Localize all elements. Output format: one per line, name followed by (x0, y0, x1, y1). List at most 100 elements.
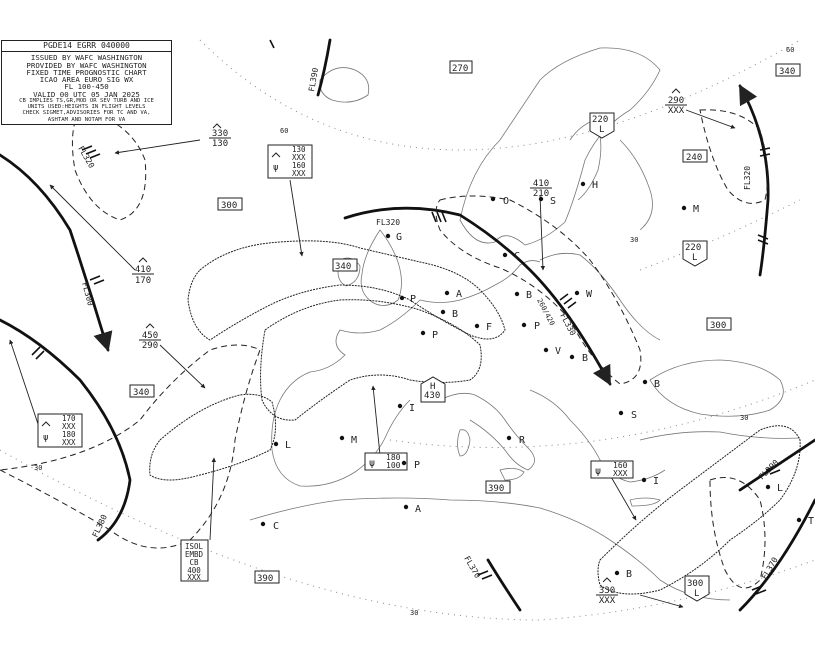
coast-iberia (271, 371, 411, 487)
cb-info-boxes: 130 XXX ψ 160 XXX 170 XXX ψ 180 XXX (37, 144, 313, 448)
tropo-box: 390 (254, 570, 280, 584)
coast-italy (439, 392, 535, 471)
jet-barbs (31, 39, 781, 595)
svg-text:M: M (351, 435, 357, 446)
lat-label: 30 (740, 414, 748, 422)
svg-text:M: M (693, 204, 699, 215)
icing-box: ψ 180 100 (364, 452, 408, 471)
coast-sicily (499, 468, 525, 481)
coast-british (360, 229, 402, 306)
cb-areas (149, 240, 801, 595)
cb-info-box: 130 XXX ψ 160 XXX (267, 144, 313, 179)
cb-area-west (149, 393, 276, 481)
svg-text:100: 100 (386, 461, 401, 470)
coast-iceland (319, 67, 370, 103)
svg-text:W: W (586, 289, 593, 300)
svg-text:330: 330 (212, 129, 228, 139)
tropo-box: 340 (332, 258, 358, 272)
svg-text:400: 400 (187, 566, 201, 575)
svg-text:ψ: ψ (43, 433, 48, 443)
svg-text:B: B (654, 379, 660, 390)
tropo-box: 300 (217, 197, 243, 211)
svg-text:A: A (456, 289, 462, 300)
icing-box: ψ 160 XXX (590, 460, 634, 479)
tropo-box: 340 (129, 384, 155, 398)
svg-text:V: V (555, 346, 561, 357)
turb-area-east (699, 109, 769, 204)
svg-text:C: C (273, 521, 279, 532)
svg-text:XXX: XXX (292, 153, 306, 162)
svg-text:C: C (514, 251, 520, 262)
svg-text:340: 340 (779, 67, 795, 77)
city: M (339, 435, 357, 446)
city: B (614, 569, 632, 580)
svg-text:B: B (626, 569, 632, 580)
header-note: CHECK SIGMET,ADVISORIES FOR TC AND VA, (22, 110, 151, 117)
svg-text:410: 410 (135, 265, 151, 275)
city: W (574, 289, 593, 300)
svg-text:170: 170 (62, 414, 76, 423)
svg-text:XXX: XXX (62, 422, 76, 431)
jet-streams (0, 38, 815, 612)
svg-text:390: 390 (257, 574, 273, 584)
svg-text:XXX: XXX (292, 169, 306, 178)
jet-fl-label: FL320 (743, 166, 752, 190)
svg-text:180: 180 (62, 430, 76, 439)
svg-text:S: S (631, 410, 637, 421)
jet-stream-west (0, 153, 113, 352)
svg-text:ψ: ψ (273, 163, 278, 173)
city: R (506, 435, 526, 446)
lat-60-arc-east (639, 199, 801, 271)
tropo-box: 270 (449, 60, 473, 74)
svg-text:290: 290 (668, 96, 684, 106)
svg-text:T: T (808, 516, 814, 527)
coast-europe-west (419, 260, 541, 303)
tropo-box: 240 (682, 149, 708, 163)
jet-fl-label: FL370 (462, 555, 482, 581)
svg-text:160: 160 (613, 461, 628, 470)
tropo-pentagon: 220 L (682, 240, 708, 267)
city: L (273, 440, 291, 451)
svg-text:H: H (430, 382, 435, 392)
svg-text:340: 340 (335, 262, 351, 272)
header-note: UNITS USED:HEIGHTS IN FLIGHT LEVELS (27, 104, 146, 111)
city: I (641, 476, 659, 487)
city: I (397, 403, 415, 414)
svg-text:P: P (432, 330, 438, 341)
coast-finland (619, 139, 653, 231)
lat-30-arc (0, 449, 815, 621)
svg-text:P: P (410, 294, 416, 305)
city: P (399, 294, 416, 305)
latitude-labels: 60 60 30 30 30 30 (34, 46, 794, 617)
city: P (521, 321, 540, 332)
svg-text:L: L (777, 483, 783, 494)
lat-label: 30 (34, 464, 42, 472)
svg-text:F: F (486, 322, 492, 333)
coast-africa (249, 497, 731, 601)
city: B (514, 290, 532, 301)
svg-text:XXX: XXX (599, 596, 616, 606)
jet-fl-label: FL390 (757, 458, 781, 482)
lat-60-arc (199, 39, 801, 151)
tropo-pentagon: 220 L (589, 112, 615, 139)
header-line: FIXED TIME PROGNOSTIC CHART (26, 67, 147, 77)
svg-text:430: 430 (424, 391, 440, 401)
jet-fl-labels: FL320 FL300 FL390 FL320 FL330 FL380 FL37… (76, 67, 780, 581)
svg-text:P: P (534, 321, 540, 332)
city: O (490, 196, 509, 207)
header-line: VALID 00 UTC 05 JAN 2025 (33, 89, 140, 99)
latitude-lines (0, 39, 815, 621)
jet-fl-label: FL300 (80, 281, 95, 307)
svg-text:210: 210 (533, 189, 549, 199)
lat-label: 30 (410, 609, 418, 617)
svg-text:410: 410 (533, 179, 549, 189)
svg-text:EMBD: EMBD (185, 550, 204, 559)
coast-black-sea (649, 359, 784, 417)
svg-text:180: 180 (386, 453, 401, 462)
svg-text:A: A (415, 504, 421, 515)
svg-text:300: 300 (221, 201, 237, 211)
coast-gulf-bothnia (569, 119, 602, 201)
